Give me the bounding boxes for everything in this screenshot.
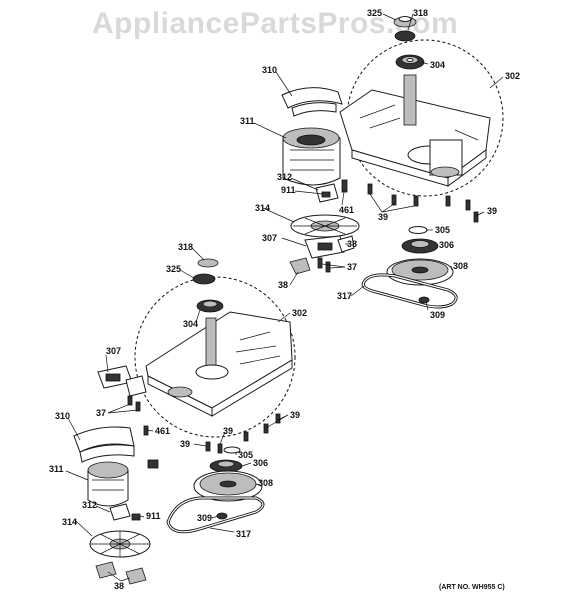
art-number: (ART NO. WH955 C) — [439, 584, 505, 591]
callout-37-lower: 37 — [96, 408, 106, 418]
callout-308-lower: 308 — [258, 478, 273, 488]
part-911-upper-clip[interactable] — [321, 191, 331, 198]
part-325-lower[interactable] — [192, 273, 216, 285]
callout-309-lower: 309 — [197, 513, 212, 523]
callout-39-lower-b: 39 — [180, 439, 190, 449]
detail-circle-lower — [134, 276, 296, 438]
lower-assembly — [73, 258, 296, 585]
shaft-lower — [205, 317, 217, 369]
callout-308-upper: 308 — [453, 261, 468, 271]
callout-307-lower: 307 — [106, 346, 121, 356]
callout-309-upper: 309 — [430, 310, 445, 320]
part-305-lower-washer[interactable] — [223, 446, 241, 454]
callout-911-upper: 911 — [281, 185, 296, 195]
callout-305-lower: 305 — [238, 450, 253, 460]
callout-314-lower: 314 — [62, 517, 77, 527]
callout-39-upper-a: 39 — [378, 212, 388, 222]
callout-312-upper: 312 — [277, 172, 292, 182]
callout-306-lower: 306 — [253, 458, 268, 468]
upper-assembly — [281, 16, 504, 309]
part-309-lower-nut[interactable] — [216, 512, 228, 520]
callout-39-upper-b: 39 — [487, 206, 497, 216]
callout-305-upper: 305 — [435, 225, 450, 235]
part-318-upper[interactable] — [394, 30, 416, 42]
part-305-upper-washer[interactable] — [408, 226, 428, 234]
callout-311-lower: 311 — [49, 464, 64, 474]
part-309-upper-nut[interactable] — [418, 296, 430, 304]
callout-310-lower: 310 — [55, 411, 70, 421]
part-312-lower-bracket[interactable] — [109, 503, 131, 521]
callout-304-lower: 304 — [183, 319, 198, 329]
screws-upper — [317, 179, 479, 273]
callout-312-lower: 312 — [82, 500, 97, 510]
callout-38-upper-b: 38 — [278, 280, 288, 290]
part-38-lower-foot-b[interactable] — [125, 567, 147, 585]
callout-304-upper: 304 — [430, 60, 445, 70]
callout-307-upper: 307 — [262, 233, 277, 243]
part-38-upper-foot[interactable] — [289, 257, 311, 275]
callout-39-lower-c: 39 — [223, 426, 233, 436]
callout-37-upper: 37 — [347, 262, 357, 272]
callout-461-lower: 461 — [155, 426, 170, 436]
part-318-lower[interactable] — [197, 258, 219, 268]
callout-317-lower: 317 — [236, 529, 251, 539]
callout-302-upper: 302 — [505, 71, 520, 81]
callout-38-upper-a: 38 — [347, 239, 357, 249]
callout-labels: 325 318 304 302 310 311 312 911 461 39 3… — [49, 8, 520, 591]
callout-302-lower: 302 — [292, 308, 307, 318]
part-911-lower-clip[interactable] — [131, 513, 141, 521]
callout-311-upper: 311 — [240, 116, 255, 126]
callout-317-upper: 317 — [337, 291, 352, 301]
leader-lines — [65, 13, 504, 582]
callout-325-upper: 325 — [367, 8, 382, 18]
callout-314-upper: 314 — [255, 203, 270, 213]
callout-911-lower: 911 — [146, 511, 161, 521]
callout-38-lower: 38 — [114, 581, 124, 591]
callout-39-lower-a: 39 — [290, 410, 300, 420]
callout-461-upper: 461 — [339, 205, 354, 215]
shaft-upper — [403, 74, 417, 126]
callout-318-lower: 318 — [178, 242, 193, 252]
screws-lower — [127, 395, 281, 454]
part-310-upper-motor-cover[interactable] — [281, 87, 343, 109]
callout-325-lower: 325 — [166, 264, 181, 274]
callout-318-upper: 318 — [413, 8, 428, 18]
callout-306-upper: 306 — [439, 240, 454, 250]
callout-310-upper: 310 — [262, 65, 277, 75]
